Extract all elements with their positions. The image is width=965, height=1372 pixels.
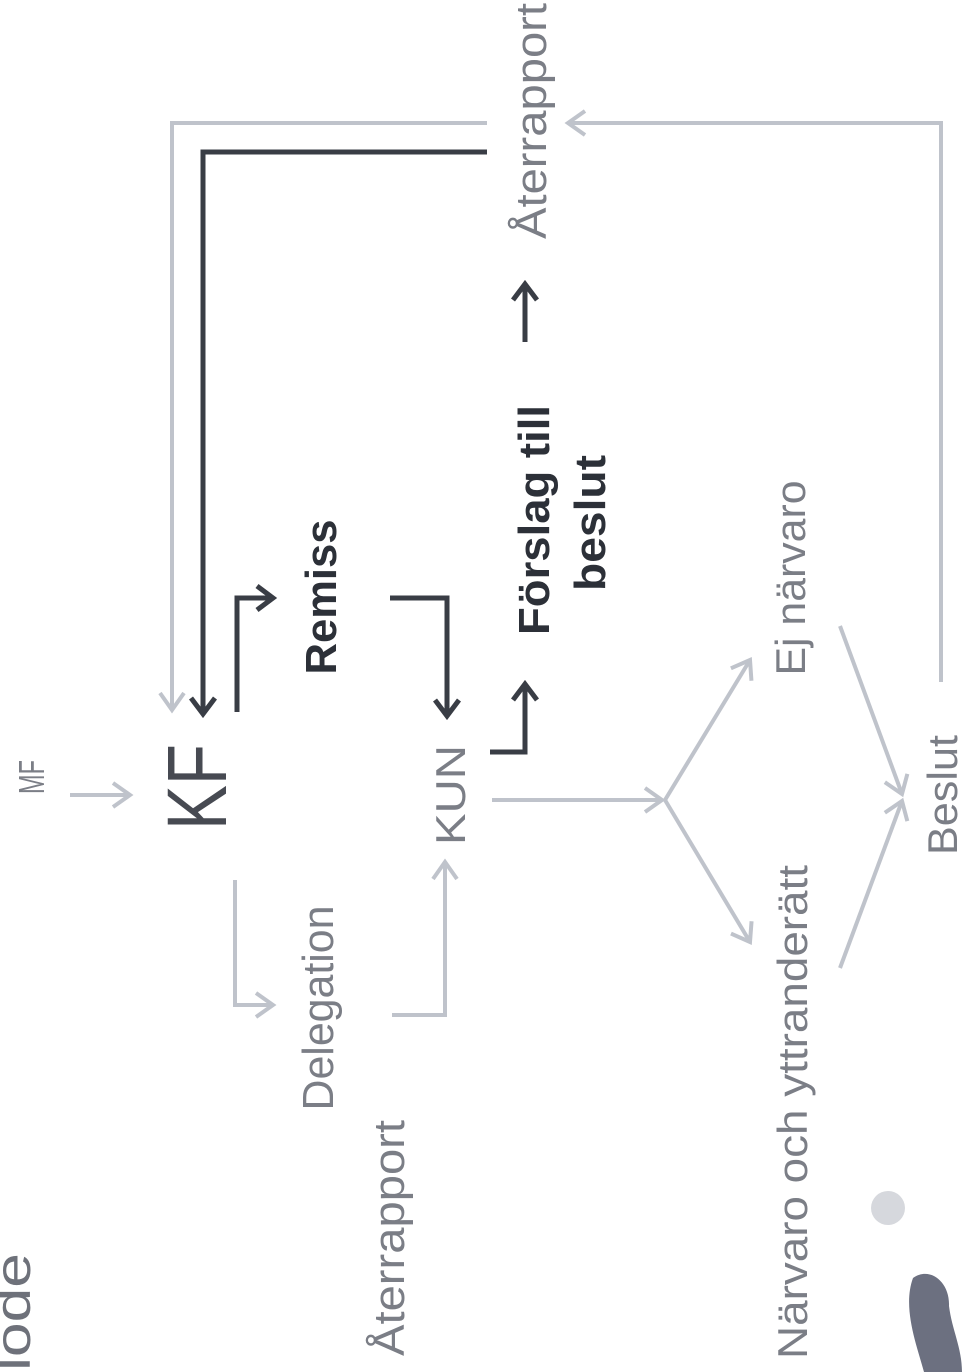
arrow-split-to-narvaro [663, 798, 754, 945]
arrow-split-to-ej-narvaro [663, 657, 754, 802]
kun-label: KUN [427, 745, 474, 845]
forslag-label-line1: Förslag till [510, 405, 559, 635]
arrow-kf-to-delegation [233, 880, 277, 1019]
narvaro-label: Närvaro och yttranderätt [769, 865, 816, 1359]
arrow-narvaro-to-beslut [838, 797, 910, 969]
aterrapport-right-label: Återrapport [507, 3, 556, 239]
arrow-remiss-to-kun [390, 595, 461, 721]
heading-fragment: lode [0, 1253, 41, 1371]
decorative-dot [871, 1191, 905, 1225]
ej-narvaro-label: Ej närvaro [767, 481, 814, 676]
arrow-delegation-to-kun [392, 858, 459, 1017]
arrow-kun-to-forslag [490, 679, 539, 755]
labels: lode MF KF Delegation Återrapport KUN Re… [0, 3, 965, 1371]
arrow-kf-to-remiss [234, 584, 278, 712]
arrow-beslut-to-aterrapport [564, 109, 943, 682]
connectors [70, 109, 943, 1019]
kf-label: KF [150, 744, 244, 830]
decorative-blob [909, 1273, 962, 1372]
mf-label: MF [11, 760, 52, 794]
beslut-label: Beslut [919, 735, 965, 855]
arrow-aterrapport-to-kf-light [158, 121, 487, 714]
arrow-ej-narvaro-to-beslut [838, 625, 910, 798]
remiss-label: Remiss [297, 520, 346, 675]
forslag-label-line2: beslut [566, 455, 615, 591]
arrow-aterrapport-to-kf-dark [189, 149, 487, 719]
delegation-label: Delegation [294, 906, 343, 1111]
aterrapport-left-label: Återrapport [365, 1120, 414, 1356]
decorations [871, 1191, 962, 1372]
